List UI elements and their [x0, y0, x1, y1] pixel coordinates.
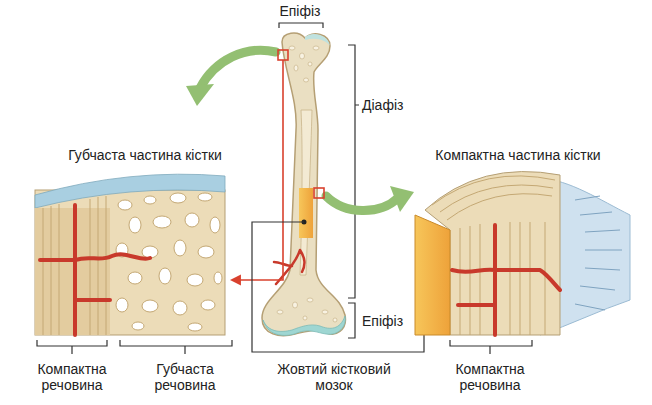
part-label: Компактна частина кістки — [393, 147, 643, 163]
part-label: Епіфіз — [255, 3, 345, 19]
part-label: Губчаста частина кістки — [14, 147, 276, 163]
part-label: Епіфіз — [362, 313, 442, 329]
part-label: Компактна речовина — [444, 361, 536, 393]
part-label: Діафіз — [362, 97, 442, 113]
part-label: Компактна речовина — [26, 361, 118, 393]
part-label: Губчаста речовина — [139, 361, 231, 393]
part-label: Жовтий кістковий мозок — [276, 361, 392, 393]
